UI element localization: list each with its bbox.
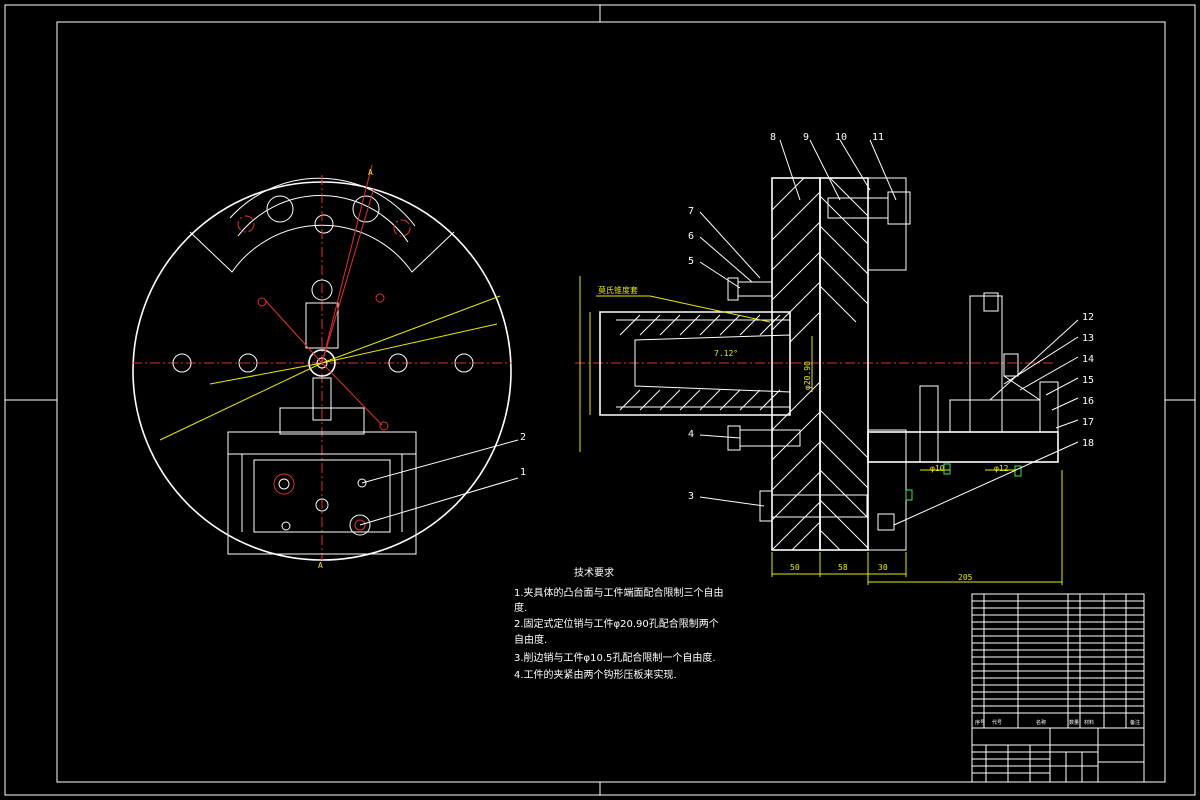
technical-notes: 技术要求 1.夹具体的凸台面与工件端面配合限制三个自由 度. 2.固定式定位销与… bbox=[514, 566, 724, 681]
dim-30: 30 bbox=[878, 563, 888, 572]
part-number-8: 8 bbox=[770, 132, 776, 143]
note-line-5: 3.削边销与工件φ10.5孔配合限制一个自由度. bbox=[514, 651, 716, 664]
taper-sleeve-label: 莫氏锥度套 bbox=[598, 285, 638, 295]
sleeve-hatching bbox=[619, 314, 781, 411]
col-code: 代号 bbox=[992, 719, 1002, 726]
col-qty: 数量 bbox=[1069, 719, 1079, 726]
dim-58: 58 bbox=[838, 563, 848, 572]
part-number-12: 12 bbox=[1082, 312, 1094, 323]
angle-dim: 7.12° bbox=[714, 349, 738, 358]
part-number-17: 17 bbox=[1082, 417, 1094, 428]
dim-205: 205 bbox=[958, 573, 973, 582]
part-number-6: 6 bbox=[688, 231, 694, 242]
note-line-3: 2.固定式定位销与工件φ20.90孔配合限制两个 bbox=[514, 617, 719, 630]
part-number-1: 1 bbox=[520, 467, 526, 478]
part-number-9: 9 bbox=[803, 132, 809, 143]
note-line-2: 度. bbox=[514, 601, 527, 614]
top-view: 2 1 A A bbox=[132, 164, 526, 570]
col-remark: 备注 bbox=[1130, 719, 1140, 726]
part-number-16: 16 bbox=[1082, 396, 1094, 407]
dim-phi10: φ10 bbox=[930, 464, 945, 473]
part-number-4: 4 bbox=[688, 429, 694, 440]
dim-phi12: φ12 bbox=[994, 464, 1009, 473]
part-number-3: 3 bbox=[688, 491, 694, 502]
part-number-11: 11 bbox=[872, 132, 884, 143]
inner-frame bbox=[56, 21, 1166, 783]
note-line-6: 4.工件的夹紧由两个钩形压板来实现. bbox=[514, 668, 677, 681]
col-seq: 序号 bbox=[975, 719, 985, 726]
part-number-18: 18 bbox=[1082, 438, 1094, 449]
col-material: 材料 bbox=[1084, 719, 1094, 726]
section-view: 莫氏锥度套 7.12° φ20.90 50 58 30 205 φ10 φ12 bbox=[575, 132, 1094, 585]
part-number-5: 5 bbox=[688, 256, 694, 267]
part-number-7: 7 bbox=[688, 206, 694, 217]
section-mark-bottom: A bbox=[318, 561, 323, 570]
dia-2090-dim: φ20.90 bbox=[803, 361, 812, 390]
dim-50: 50 bbox=[790, 563, 800, 572]
note-line-1: 1.夹具体的凸台面与工件端面配合限制三个自由 bbox=[514, 586, 724, 599]
part-number-14: 14 bbox=[1082, 354, 1094, 365]
notes-title: 技术要求 bbox=[574, 566, 614, 579]
note-line-4: 自由度. bbox=[514, 633, 547, 646]
col-name: 名称 bbox=[1036, 719, 1046, 726]
part-number-15: 15 bbox=[1082, 375, 1094, 386]
part-number-10: 10 bbox=[835, 132, 847, 143]
part-number-13: 13 bbox=[1082, 333, 1094, 344]
section-mark-top: A bbox=[368, 168, 373, 177]
parts-list: 序号 代号 名称 数量 材料 备注 bbox=[971, 593, 1145, 783]
part-number-2: 2 bbox=[520, 432, 526, 443]
